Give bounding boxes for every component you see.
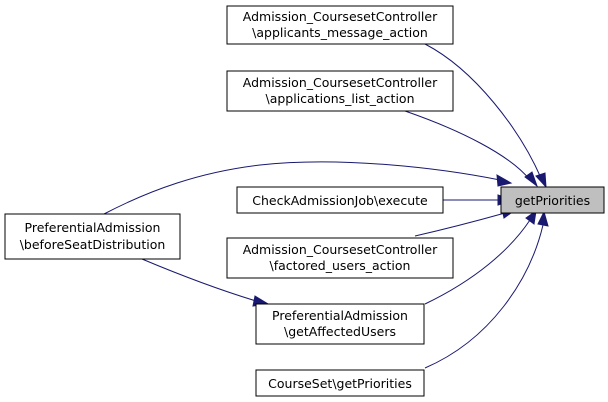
arrowhead-icon (537, 210, 549, 227)
node-label: \getAffectedUsers (284, 324, 396, 339)
node-check-admission-job-execute[interactable]: CheckAdmissionJob\execute (236, 186, 444, 214)
edge-applications-list-to-getpriorities (404, 110, 531, 181)
node-before-seat-distribution[interactable]: PreferentialAdmission \beforeSeatDistrib… (4, 213, 181, 260)
node-label: CheckAdmissionJob\execute (252, 193, 428, 208)
node-label: Admission_CoursesetController (243, 9, 438, 24)
node-label: Admission_CoursesetController (243, 242, 438, 257)
arrowhead-icon (496, 174, 513, 187)
node-applicants-message-action[interactable]: Admission_CoursesetController \applicant… (226, 5, 454, 45)
node-label: \applicants_message_action (252, 25, 428, 40)
edge-before-seat-distribution-to-getpriorities-top (103, 161, 501, 215)
node-courseset-getpriorities[interactable]: CourseSet\getPriorities (255, 369, 425, 397)
arrowhead-icon (525, 209, 537, 225)
node-applications-list-action[interactable]: Admission_CoursesetController \applicati… (226, 70, 454, 112)
arrowhead-icon (535, 172, 547, 189)
node-factored-users-action[interactable]: Admission_CoursesetController \factored_… (226, 237, 454, 279)
node-label: PreferentialAdmission (25, 220, 161, 235)
edge-affected-users-to-getpriorities (424, 219, 531, 305)
node-getpriorities[interactable]: getPriorities (500, 186, 605, 214)
node-get-affected-users[interactable]: PreferentialAdmission \getAffectedUsers (255, 303, 425, 345)
node-label: Admission_CoursesetController (243, 75, 438, 90)
node-label: \beforeSeatDistribution (20, 237, 166, 252)
node-label: \factored_users_action (270, 258, 411, 273)
node-label: \applications_list_action (265, 91, 414, 106)
node-label: CourseSet\getPriorities (268, 376, 412, 391)
edge-courseset-getpriorities-to-getpriorities (424, 224, 544, 369)
arrowhead-icon (524, 171, 539, 188)
edge-factored-users-to-getpriorities (414, 212, 506, 237)
edge-applicants-message-to-getpriorities (424, 43, 542, 179)
node-label: getPriorities (515, 193, 590, 208)
edge-before-seat-distribution-to-affected-users (141, 258, 257, 302)
node-label: PreferentialAdmission (272, 308, 408, 323)
